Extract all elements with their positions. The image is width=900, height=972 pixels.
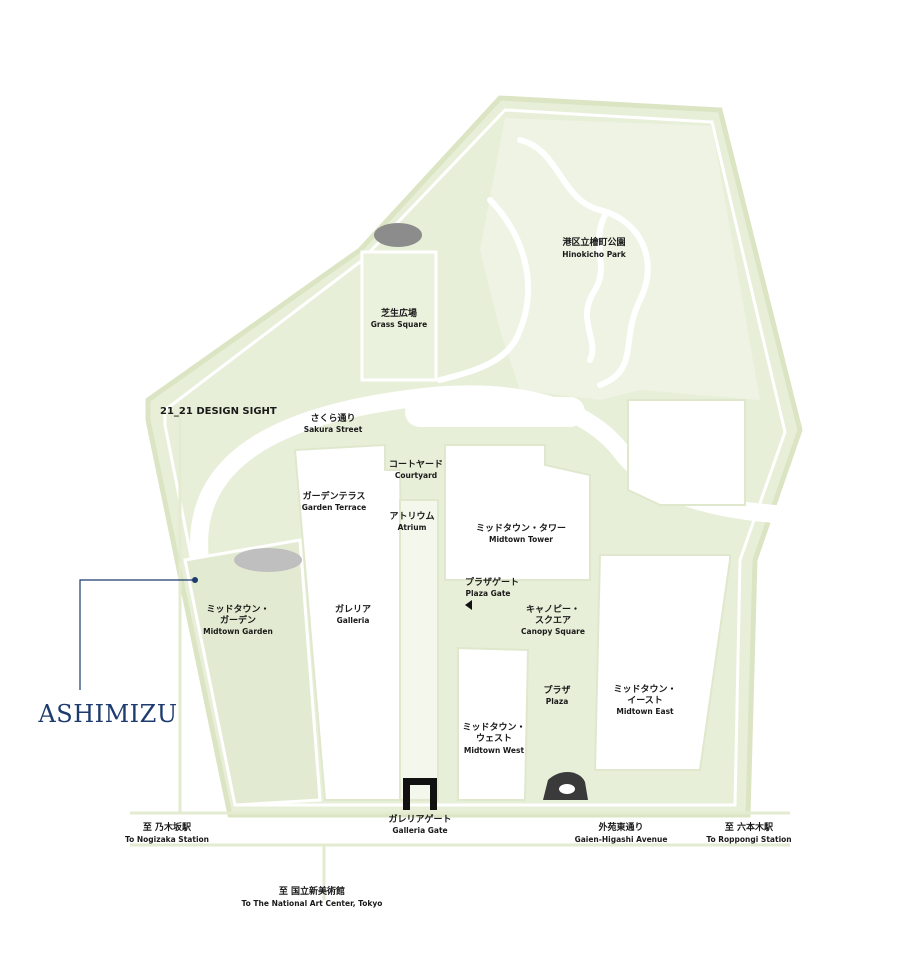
garden-pavilion-icon (234, 548, 302, 572)
hinokicho-park-area (480, 118, 760, 400)
midtown-east-jp1: ミッドタウン・ (613, 683, 676, 695)
design-sight-label: 21_21 DESIGN SIGHT (160, 406, 277, 417)
park-paths (437, 137, 651, 388)
atrium-en: Atrium (398, 523, 427, 532)
canopy-square-jp2: スクエア (535, 615, 571, 626)
nact-en: To The National Art Center, Tokyo (242, 899, 383, 908)
courtyard-jp: コートヤード (389, 459, 443, 470)
galleria-building (293, 443, 407, 801)
plaza-gate-en: Plaza Gate (465, 589, 510, 598)
canopy-square-en: Canopy Square (521, 627, 585, 636)
galleria-jp: ガレリア (335, 603, 371, 615)
roppongi-en: To Roppongi Station (706, 835, 791, 844)
galleria-en: Galleria (337, 616, 370, 625)
gaien-en: Gaien-Higashi Avenue (575, 835, 668, 844)
outer-roads (130, 410, 790, 900)
nogizaka-jp: 至 乃木坂駅 (143, 821, 192, 833)
midtown-garden-area (183, 538, 322, 807)
grass-square-jp: 芝生広場 (381, 307, 417, 319)
ashimizu-marker[interactable]: ASHIMIZU (37, 577, 198, 728)
midtown-tower-building (444, 444, 591, 581)
midtown-garden-jp2: ガーデン (220, 614, 256, 626)
plaza-jp: プラザ (543, 684, 570, 696)
nogizaka-en: To Nogizaka Station (125, 835, 209, 844)
plaza-gate-arrow-icon (465, 600, 472, 610)
grass-square-pavilion-icon (374, 223, 422, 247)
midtown-west-en: Midtown West (464, 746, 525, 755)
buildings (293, 399, 746, 801)
grass-square-area (360, 250, 438, 382)
midtown-tower-jp: ミッドタウン・タワー (476, 522, 566, 534)
midtown-east-jp2: イースト (627, 695, 663, 706)
midtown-garden-jp1: ミッドタウン・ (206, 603, 269, 615)
midtown-west-jp2: ウェスト (476, 733, 512, 744)
canopy-square-jp1: キャノピー・ (526, 603, 580, 615)
galleria-gate-icon (403, 778, 437, 810)
midtown-tower-en: Midtown Tower (489, 535, 553, 544)
ashimizu-label: ASHIMIZU (37, 700, 177, 728)
sakura-street-en: Sakura Street (304, 425, 363, 434)
midtown-west-building (457, 646, 530, 801)
grass-square-en: Grass Square (371, 320, 427, 329)
garden-terrace-jp: ガーデンテラス (303, 490, 366, 502)
plaza-sculpture-hole-icon (559, 784, 575, 794)
midtown-west-jp1: ミッドタウン・ (462, 721, 525, 733)
galleria-gate-en: Galleria Gate (392, 826, 447, 835)
garden-terrace-en: Garden Terrace (302, 503, 367, 512)
midtown-east-building (593, 554, 731, 771)
galleria-gate-jp: ガレリアゲート (388, 813, 451, 825)
nact-jp: 至 国立新美術館 (279, 885, 345, 897)
gaien-jp: 外苑東通り (597, 821, 643, 833)
east-annex-building (627, 399, 746, 506)
hinokicho-park-en: Hinokicho Park (562, 250, 627, 259)
direction-labels: 至 乃木坂駅 To Nogizaka Station 外苑東通り Gaien-H… (125, 821, 792, 908)
sakura-street-jp: さくら通り (310, 412, 355, 424)
courtyard-en: Courtyard (395, 471, 437, 480)
atrium-jp: アトリウム (389, 511, 434, 522)
midtown-garden-en: Midtown Garden (203, 627, 273, 636)
midtown-east-en: Midtown East (616, 707, 674, 716)
atrium-column (399, 499, 439, 801)
plaza-en: Plaza (546, 697, 569, 706)
hinokicho-park-jp: 港区立檜町公園 (562, 236, 625, 248)
roppongi-jp: 至 六本木駅 (725, 821, 774, 833)
plaza-gate-jp: プラザゲート (465, 576, 519, 588)
place-labels: 港区立檜町公園 Hinokicho Park 芝生広場 Grass Square… (160, 236, 677, 835)
